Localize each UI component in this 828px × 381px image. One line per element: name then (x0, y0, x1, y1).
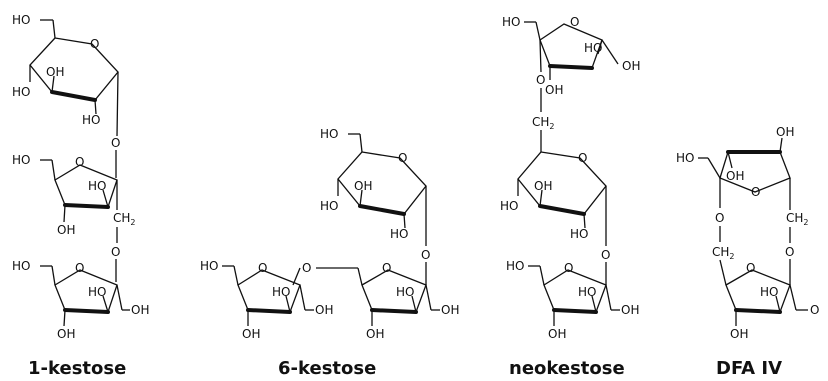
atom-ch: CH (113, 211, 130, 225)
atom-o: O (398, 151, 407, 165)
atom-oh: OH (131, 303, 149, 317)
atom-subscript: 2 (549, 122, 554, 131)
atom-ho: HO (390, 227, 408, 241)
fructose-ring: HO O HO OH CH2 (12, 153, 136, 237)
atom-o: O (90, 37, 99, 51)
atom-ho: HO (760, 285, 778, 299)
fructose-ring: O HO OH OH (316, 261, 459, 341)
caption-dfa-iv: DFA IV (716, 358, 782, 379)
atom-o: O (564, 261, 573, 275)
glucose-ring: HO O OH HO HO (320, 127, 427, 246)
atom-ho: HO (88, 285, 106, 299)
atom-oh: OH (534, 179, 552, 193)
fructose-ring: HO O HO OH OH (12, 259, 149, 341)
atom-o: O (751, 185, 760, 199)
fructose-ring: HO OH O OH (676, 125, 794, 210)
fructose-ring: HO O HO OH OH (200, 259, 333, 341)
glucose-ring: O OH HO HO (500, 151, 607, 246)
structure-1-kestose: HO O OH HO HO O HO O HO OH CH2 O (12, 13, 149, 379)
atom-ho: HO (320, 127, 338, 141)
atom-ch: CH (712, 245, 729, 259)
svg-text:CH2: CH2 (786, 211, 809, 227)
atom-o: O (382, 261, 391, 275)
svg-text:CH2: CH2 (712, 245, 735, 261)
atom-o: O (578, 151, 587, 165)
atom-o: O (601, 248, 610, 262)
atom-o: O (111, 245, 120, 259)
atom-o: O (785, 245, 794, 259)
atom-o: O (746, 261, 755, 275)
atom-oh: OH (776, 125, 794, 139)
atom-o: O (302, 261, 311, 275)
atom-ho: HO (320, 199, 338, 213)
atom-o: O (715, 211, 724, 225)
atom-ho: HO (502, 15, 520, 29)
atom-oh: OH (548, 327, 566, 341)
atom-subscript: 2 (803, 218, 808, 227)
atom-ho: HO (396, 285, 414, 299)
atom-oh: OH (545, 83, 563, 97)
atom-ho: HO (584, 41, 602, 55)
atom-oh: OH (315, 303, 333, 317)
glucose-ring: HO O OH HO HO (12, 13, 119, 137)
atom-ho: HO (12, 85, 30, 99)
atom-o: O (75, 261, 84, 275)
atom-ho: HO (676, 151, 694, 165)
atom-ch: CH (532, 115, 549, 129)
atom-ho: HO (506, 259, 524, 273)
caption-neokestose: neokestose (509, 358, 625, 379)
structure-neokestose: HO O HO OH OH O CH2 O OH HO HO O (500, 15, 640, 379)
atom-ho: HO (12, 13, 30, 27)
fructose-ring: HO O HO OH OH (506, 259, 639, 341)
atom-ho: HO (88, 179, 106, 193)
atom-oh: OH (730, 327, 748, 341)
atom-o: O (570, 15, 579, 29)
atom-ho: HO (82, 113, 100, 127)
atom-oh: OH (354, 179, 372, 193)
atom-oh: OH (621, 303, 639, 317)
atom-o: O (810, 303, 819, 317)
caption-1-kestose: 1-kestose (28, 358, 126, 379)
fructose-ring: HO O HO OH OH (502, 15, 640, 97)
atom-o: O (111, 136, 120, 150)
atom-oh: OH (46, 65, 64, 79)
atom-o: O (421, 248, 430, 262)
atom-ho: HO (200, 259, 218, 273)
svg-text:CH2: CH2 (113, 211, 136, 227)
structure-dfa-iv: HO OH O OH O CH2 CH2 O O HO O OH DFA IV (676, 125, 819, 379)
svg-text:CH2: CH2 (532, 115, 555, 131)
atom-ho: HO (12, 259, 30, 273)
atom-ho: HO (500, 199, 518, 213)
atom-oh: OH (57, 223, 75, 237)
atom-oh: OH (242, 327, 260, 341)
fructose-ring: O HO O OH (725, 261, 819, 341)
atom-o: O (75, 155, 84, 169)
atom-ho: HO (272, 285, 290, 299)
atom-subscript: 2 (130, 218, 135, 227)
structure-6-kestose: HO O OH HO HO O O HO OH OH O (200, 127, 459, 379)
atom-ch: CH (786, 211, 803, 225)
atom-subscript: 2 (729, 252, 734, 261)
atom-ho: HO (12, 153, 30, 167)
atom-oh: OH (441, 303, 459, 317)
atom-o: O (536, 73, 545, 87)
atom-ho: HO (578, 285, 596, 299)
atom-oh: OH (726, 169, 744, 183)
atom-oh: OH (622, 59, 640, 73)
atom-oh: OH (366, 327, 384, 341)
atom-ho: HO (570, 227, 588, 241)
atom-oh: OH (57, 327, 75, 341)
caption-6-kestose: 6-kestose (278, 358, 376, 379)
atom-o: O (258, 261, 267, 275)
